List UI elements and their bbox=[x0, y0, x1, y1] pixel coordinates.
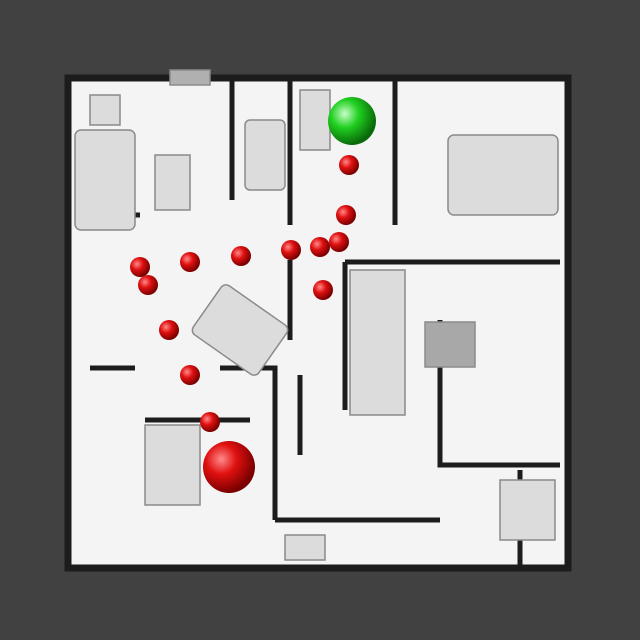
start-marker bbox=[328, 97, 376, 145]
waypoint-marker bbox=[339, 155, 359, 175]
waypoint-marker bbox=[180, 365, 200, 385]
waypoint-marker bbox=[231, 246, 251, 266]
waypoint-marker bbox=[159, 320, 179, 340]
waypoint-marker bbox=[336, 205, 356, 225]
waypoint-marker bbox=[281, 240, 301, 260]
furniture bbox=[74, 69, 559, 561]
path-waypoints bbox=[130, 155, 359, 432]
waypoint-marker bbox=[329, 232, 349, 252]
goal-marker bbox=[203, 441, 255, 493]
waypoint-marker bbox=[313, 280, 333, 300]
waypoint-marker bbox=[130, 257, 150, 277]
waypoint-marker bbox=[180, 252, 200, 272]
waypoint-marker bbox=[200, 412, 220, 432]
waypoint-marker bbox=[310, 237, 330, 257]
waypoint-marker bbox=[138, 275, 158, 295]
